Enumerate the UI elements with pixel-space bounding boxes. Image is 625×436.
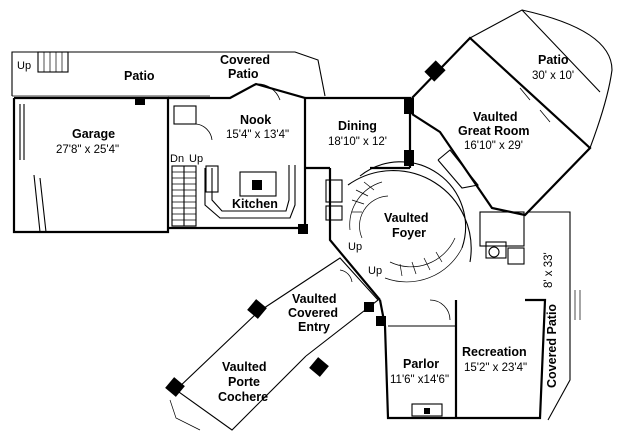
foyer-area [325,161,472,301]
covered-patio-right-area [528,211,581,421]
covered-entry-label-3: Entry [298,320,330,334]
foyer-label-1: Vaulted [384,211,428,225]
patio-top-area [11,51,326,97]
patio-right-name-label: Patio [538,53,569,67]
garage-area [12,96,170,234]
porte-cochere-label-1: Vaulted [222,360,266,374]
patio-top-up-label: Up [17,60,31,72]
porte-cochere-label-2: Porte [228,375,260,389]
garage-dims-label: 27'8" x 25'4" [56,144,119,156]
foyer-up-label-1: Up [348,241,362,253]
recreation-name-label: Recreation [462,345,527,359]
covered-entry-area [247,257,379,377]
foyer-up-label-2: Up [368,265,382,277]
nook-dims-label: 15'4" x 13'4" [226,129,289,141]
dining-dims-label: 18'10" x 12' [328,136,387,148]
dining-area [298,96,414,234]
nook-kitchen-area [168,82,307,230]
covered-patio-top-label-1: Covered [220,53,270,67]
covered-patio-top-label-2: Patio [228,67,259,81]
great-room-dims-label: 16'10" x 29' [464,140,523,152]
recreation-dims-label: 15'2" x 23'4" [464,362,527,374]
porte-cochere-label-3: Cochere [218,390,268,404]
patio-right-dims-label: 30' x 10' [532,70,574,82]
parlor-name-label: Parlor [403,357,439,371]
foyer-label-2: Foyer [392,226,426,240]
porte-cochere-area [165,311,307,431]
garage-name-label: Garage [72,127,115,141]
patio-top-label: Patio [124,69,155,83]
parlor-dims-label: 11'6" x14'6" [390,374,449,386]
covered-patio-right-name-label: Covered Patio [545,304,559,388]
recreation-parlor-area [364,211,547,420]
kitchen-name-label: Kitchen [232,197,278,211]
stairs-dn-label: Dn [170,153,184,165]
stairs-up-label: Up [189,153,203,165]
covered-entry-label-2: Covered [288,306,338,320]
patio-right-area [469,9,613,149]
covered-entry-label-1: Vaulted [292,292,336,306]
covered-patio-right-dims-label: 8' x 33' [543,252,555,288]
great-room-label-1: Vaulted [473,110,517,124]
great-room-label-2: Great Room [458,124,530,138]
nook-name-label: Nook [240,113,271,127]
dining-name-label: Dining [338,119,377,133]
